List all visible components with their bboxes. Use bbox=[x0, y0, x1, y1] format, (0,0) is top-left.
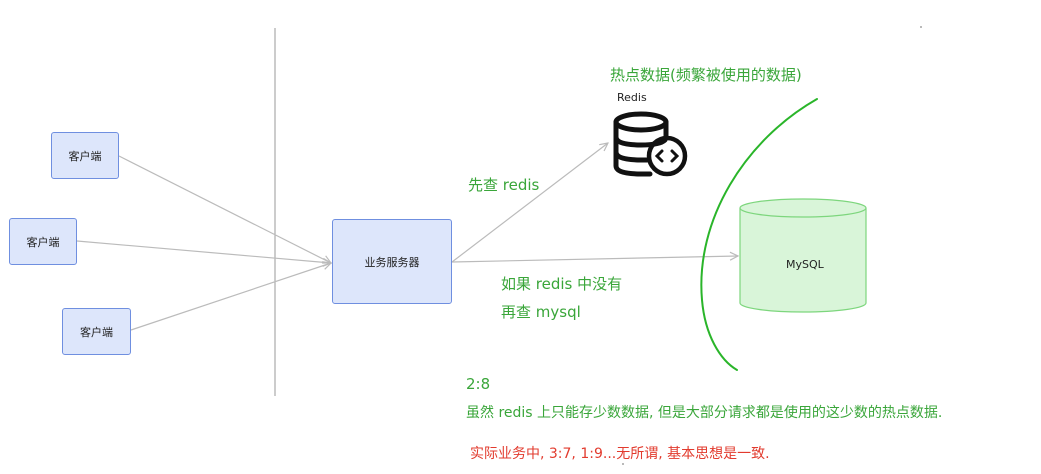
client-node-3: 客户端 bbox=[62, 308, 131, 355]
note-annotation: 实际业务中, 3:7, 1:9...无所谓, 基本思想是一致. bbox=[470, 446, 770, 462]
arrow-client3-server bbox=[130, 263, 331, 331]
business-server-node: 业务服务器 bbox=[332, 219, 452, 304]
client-label: 客户端 bbox=[68, 149, 102, 163]
arrow-server-redis bbox=[451, 143, 608, 263]
decorative-dot bbox=[622, 463, 624, 465]
client-node-2: 客户端 bbox=[9, 218, 77, 265]
arrow-server-mysql bbox=[451, 256, 738, 263]
arrow-client1-server bbox=[118, 155, 331, 263]
redis-database-icon bbox=[613, 111, 688, 177]
fallback-annotation-line2: 再查 mysql bbox=[501, 303, 581, 321]
decorative-dot bbox=[920, 26, 922, 28]
mysql-label: MySQL bbox=[786, 258, 824, 271]
fallback-annotation-line1: 如果 redis 中没有 bbox=[501, 275, 623, 293]
mysql-cylinder bbox=[739, 198, 867, 313]
redis-label: Redis bbox=[617, 91, 647, 104]
arrow-client2-server bbox=[76, 240, 331, 263]
explanation-annotation: 虽然 redis 上只能存少数数据, 但是大部分请求都是使用的这少数的热点数据. bbox=[466, 405, 943, 421]
hot-data-annotation: 热点数据(频繁被使用的数据) bbox=[610, 66, 802, 84]
query-redis-annotation: 先查 redis bbox=[468, 176, 540, 194]
ratio-annotation: 2:8 bbox=[466, 375, 491, 393]
client-node-1: 客户端 bbox=[51, 132, 119, 179]
server-label: 业务服务器 bbox=[364, 255, 420, 269]
client-label: 客户端 bbox=[26, 235, 60, 249]
client-label: 客户端 bbox=[80, 325, 113, 339]
hot-data-boundary-curve bbox=[700, 98, 818, 371]
